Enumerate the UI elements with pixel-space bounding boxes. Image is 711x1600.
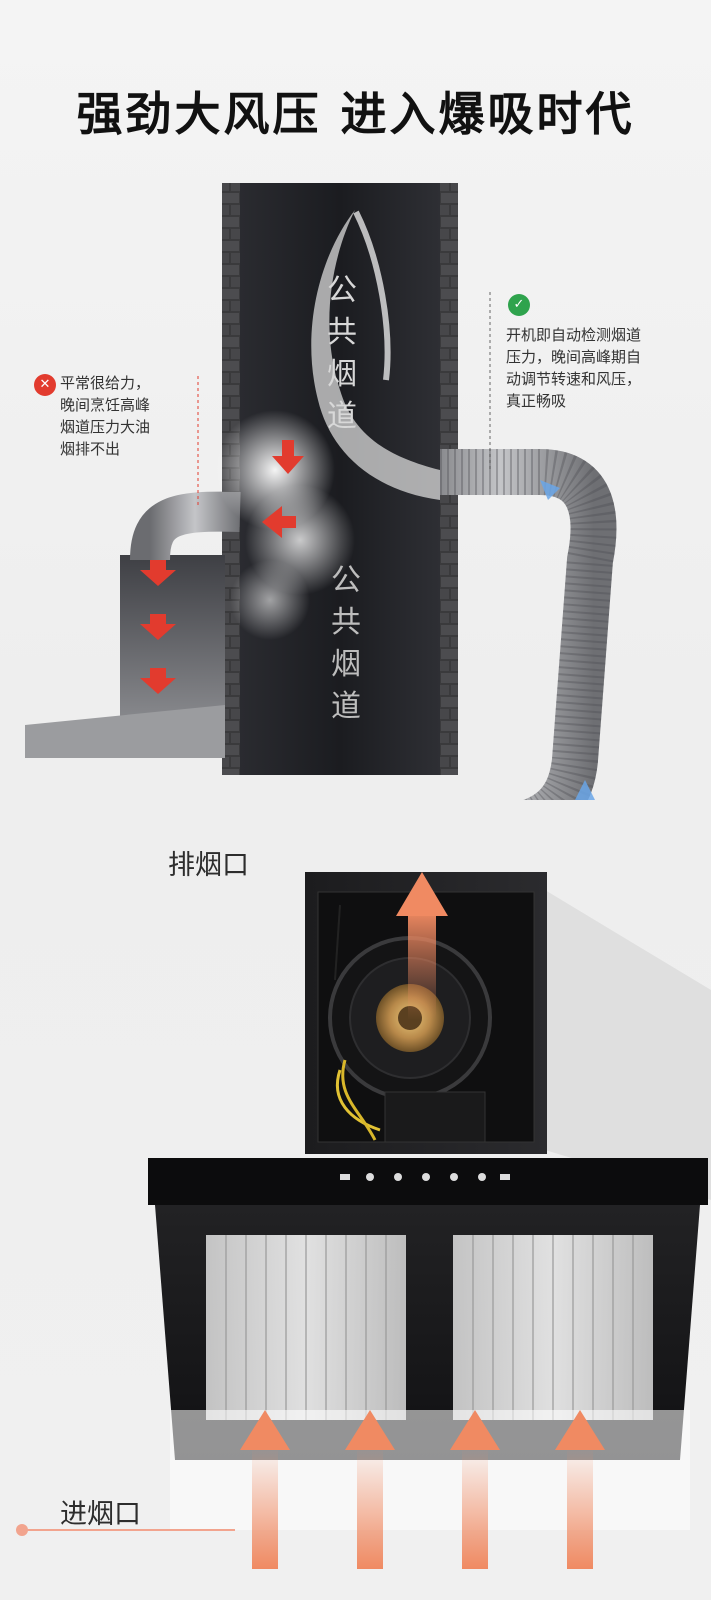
airflow-marks [540,480,595,800]
shaft-label-top: 公 共 烟 道 [327,273,357,434]
right-duct [440,449,617,800]
outlet-label: 排烟口 [168,850,249,881]
problem-note: 平常很给力， 晚间烹饪高峰 烟道压力大油 烟排不出 [60,374,151,458]
small-hood-base [25,705,225,758]
small-hood-body [120,555,225,725]
solution-note: 开机即自动检测烟道 压力，晚间高峰期自 动调节转速和风压， 真正畅吸 [506,326,642,410]
left-duct [130,491,241,561]
exhaust-arrow [396,872,448,1020]
range-hood-illustration [16,872,711,1569]
intake-arrows [240,1410,605,1569]
inlet-label: 进烟口 [60,1499,141,1530]
headline: 强劲大风压 进入爆吸时代 [76,87,635,141]
x-mark-icon: ✕ [34,374,56,396]
touch-controls [340,1173,510,1181]
check-mark-icon: ✓ [508,294,530,316]
chimney-illustration [25,183,617,800]
shaft-label-mid: 公 共 烟 道 [331,563,361,724]
hood-control-strip [148,1158,708,1205]
smoke-plume [311,210,440,500]
backflow-arrows [140,440,304,694]
control-box [384,1091,486,1143]
